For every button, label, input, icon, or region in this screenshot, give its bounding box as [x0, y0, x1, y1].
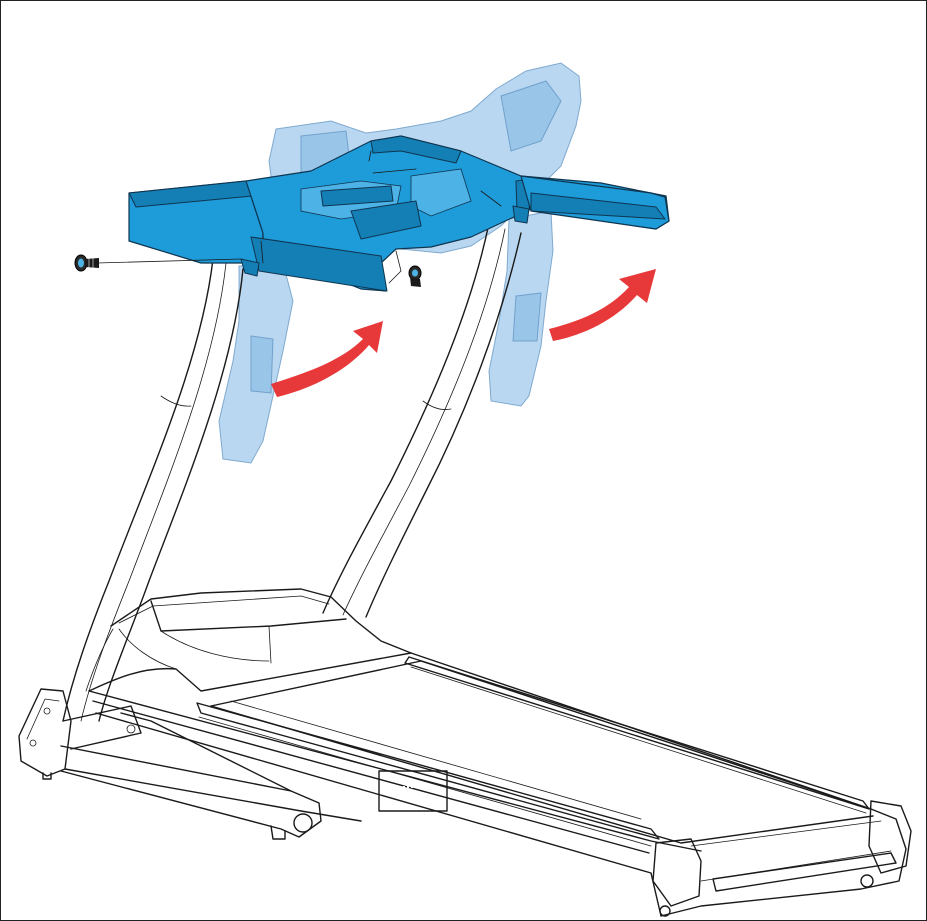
- ghost-right-arm: [488, 210, 554, 407]
- console-frame: [128, 135, 670, 292]
- curved-arrow-icon: [271, 321, 383, 397]
- curved-arrow-icon: [549, 269, 656, 341]
- ghost-left-arm: [218, 262, 294, 464]
- bolt-icon: [74, 254, 242, 272]
- left-upright: [62, 258, 244, 722]
- bolt-icon: [408, 265, 422, 287]
- treadmill-base: [18, 588, 912, 917]
- right-upright: [322, 222, 522, 618]
